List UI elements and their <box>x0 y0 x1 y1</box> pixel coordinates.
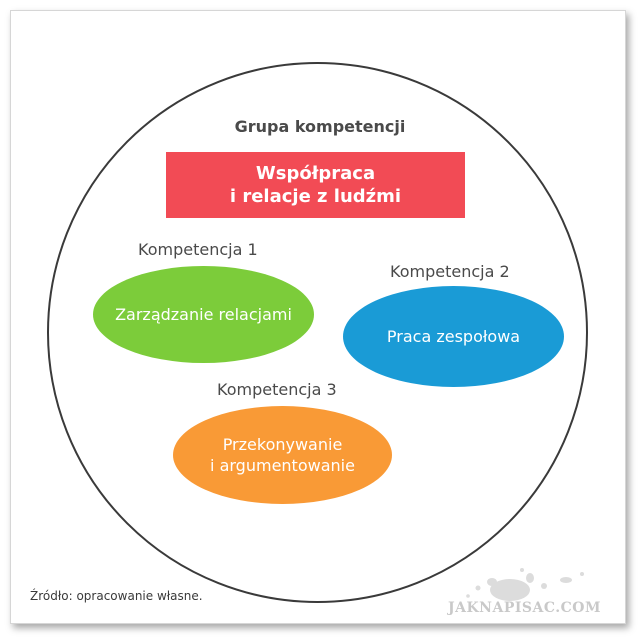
competency-1-label: Kompetencja 1 <box>138 240 258 259</box>
watermark-text: JAKNAPISAC.COM <box>448 600 601 616</box>
competency-1-text: Zarządzanie relacjami <box>115 305 292 324</box>
competency-3-ellipse: Przekonywanie i argumentowanie <box>173 406 392 504</box>
watermark-splash-icon <box>466 568 584 601</box>
competency-1-ellipse: Zarządzanie relacjami <box>93 266 314 363</box>
main-competency-line-2: i relacje z ludźmi <box>229 186 402 207</box>
competency-3-text-line-2: i argumentowanie <box>210 456 355 475</box>
competency-2-label: Kompetencja 2 <box>390 262 510 281</box>
competency-2-text: Praca zespołowa <box>386 327 521 346</box>
competency-3-label: Kompetencja 3 <box>217 380 337 399</box>
main-competency-box: Współpraca i relacje z ludźmi <box>166 152 465 218</box>
main-competency-line-1: Współpraca <box>255 163 376 184</box>
outer-circle <box>47 62 588 603</box>
competency-2-ellipse: Praca zespołowa <box>343 286 564 387</box>
source-note: Źródło: opracowanie własne. <box>30 589 203 603</box>
group-label: Grupa kompetencji <box>234 117 406 136</box>
competency-3-text-line-1: Przekonywanie <box>222 435 343 454</box>
